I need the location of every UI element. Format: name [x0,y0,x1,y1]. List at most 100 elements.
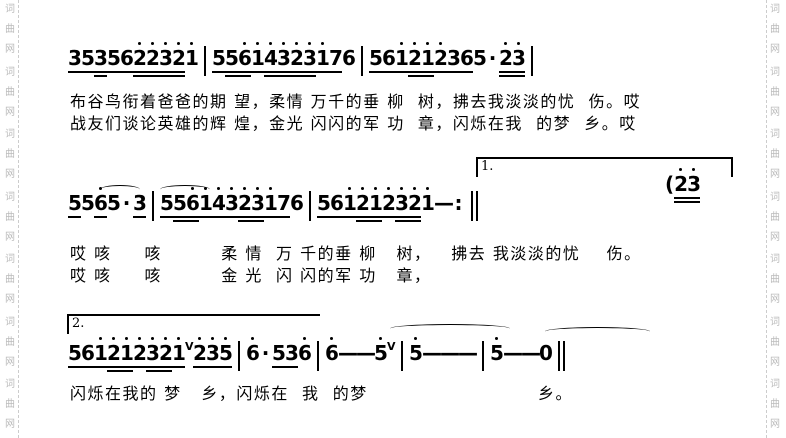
note: 6 [120,46,134,80]
note: 1 [421,187,435,225]
note: 0 [539,341,553,365]
note: 2 [193,337,207,375]
note: 6 [298,337,312,375]
note: 3 [133,191,147,225]
watermark-char: 曲 [5,274,15,286]
note: 2 [146,42,160,80]
note: 5 [81,191,95,215]
note: 5 [68,191,82,225]
paren: ( [665,172,675,196]
slur [100,185,140,194]
note: 2 [238,187,252,225]
watermark-char: 曲 [5,86,15,98]
note: · [122,191,131,215]
lyric-line-1-verse-2: 战友们谈论英雄的辉 煌，金光 闪闪的军 功 章，闪烁在我 的梦 乡。哎 [70,114,637,133]
note: 5 [317,191,331,225]
note: 3 [512,42,526,80]
note: — [440,341,460,365]
note: 6 [186,187,200,225]
barline [401,341,403,371]
note: 5 [212,46,226,80]
watermark-char: 曲 [770,86,780,98]
watermark-char: 曲 [5,211,15,223]
note: 1 [395,42,409,80]
note: 2 [499,42,513,80]
slur [390,324,510,333]
note: — [458,341,478,365]
note: 6 [94,187,108,225]
note: — [521,341,541,365]
watermark-char: 词 [5,4,15,15]
watermark-char: 词 [5,254,15,266]
note: : [454,191,463,215]
note: 5 [473,46,487,70]
breath-mark: V [185,340,194,353]
watermark-char: 曲 [5,24,15,35]
watermark-char: 词 [5,129,15,141]
note: 5 [107,191,121,215]
measure: 5——— [403,337,482,375]
note: 3 [285,341,299,375]
note: 2 [434,42,448,80]
note: 2 [290,42,304,80]
note: — [434,191,454,215]
note: 2 [356,187,370,225]
watermark-char: 曲 [770,399,780,411]
note: — [356,341,376,365]
note: 3 [206,337,220,375]
note: 3 [251,187,265,225]
note: 2 [172,42,186,80]
watermark-char: 网 [5,169,15,181]
watermark-char: 网 [770,169,780,181]
note: 5 [107,46,121,80]
note: 1 [199,187,213,225]
barline [152,191,154,221]
note: 5 [219,337,233,375]
watermark-right: 词曲网词曲网词曲网词曲网词曲网词曲网词曲网 [766,0,783,438]
note: 1 [421,42,435,80]
watermark-char: 词 [5,316,15,328]
watermark-char: 词 [770,191,780,203]
note: 3 [395,187,409,225]
barline [471,191,473,221]
watermark-char: 词 [770,66,780,78]
watermark-char: 网 [5,419,15,431]
barline [531,46,533,76]
note: 1 [343,187,357,225]
note: 3 [303,42,317,80]
note: · [488,46,497,70]
watermark-char: 词 [5,379,15,391]
watermark-char: 曲 [770,336,780,348]
watermark-char: 词 [5,66,15,78]
lyric-line-2-verse-2: 哎 咳 咳 金 光 闪 闪的军 功 章， [70,266,432,285]
watermark-char: 网 [770,44,780,55]
note: 1 [172,337,186,375]
note: 1 [251,42,265,80]
watermark-char: 曲 [5,399,15,411]
note: 5 [68,341,82,375]
watermark-char: 网 [770,294,780,306]
note: 2 [408,187,422,225]
measure: 5——0 [484,337,558,375]
note: 1 [264,187,278,225]
barline [309,191,311,221]
watermark-char: 曲 [5,149,15,161]
watermark-char: 词 [770,379,780,391]
note: 3 [146,337,160,375]
watermark-char: 曲 [5,336,15,348]
note: 3 [687,168,701,206]
watermark-char: 曲 [770,24,780,35]
watermark-char: 曲 [770,274,780,286]
note: · [261,341,270,365]
watermark-char: 词 [770,4,780,15]
note: 6 [325,337,339,375]
barline [317,341,319,371]
note: 6 [460,46,474,80]
watermark-left: 词曲网词曲网词曲网词曲网词曲网词曲网词曲网 [2,0,19,438]
